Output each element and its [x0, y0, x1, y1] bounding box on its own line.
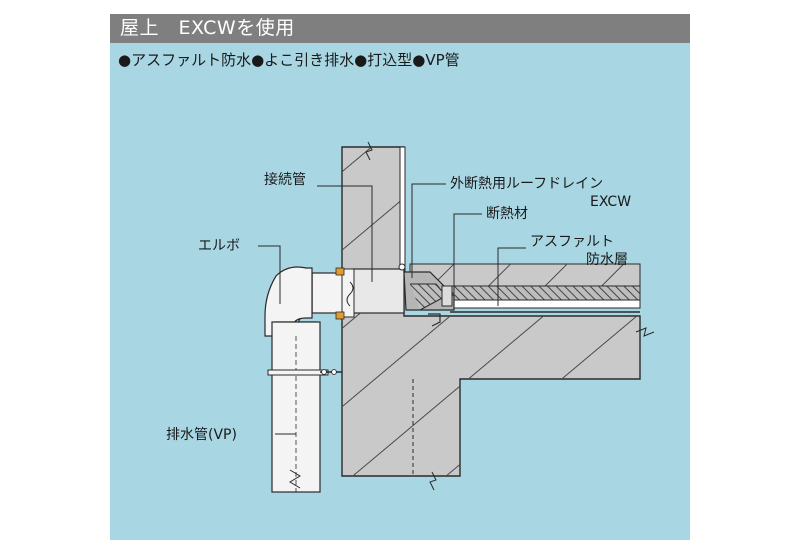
- title-bar: 屋上 EXCWを使用: [110, 14, 690, 43]
- leader-insulation: [453, 213, 482, 294]
- parapet-waterproofing: [399, 146, 406, 278]
- label-drain-pipe: 排水管(VP): [166, 427, 237, 443]
- label-elbow: エルボ: [198, 238, 240, 254]
- label-roof-drain-model: EXCW: [590, 194, 631, 210]
- connecting-pipe: [311, 267, 355, 320]
- leader-lines: [258, 183, 526, 435]
- label-waterproof-layer-2: 防水層: [586, 252, 628, 268]
- elbow-and-drain-pipe: [264, 266, 342, 493]
- roof-layers: [409, 263, 641, 313]
- leader-connecting-pipe: [317, 185, 373, 282]
- leader-elbow: [258, 245, 281, 304]
- label-waterproof-layer: アスファルト: [530, 234, 614, 250]
- leader-waterproof-layer: [497, 247, 526, 306]
- label-roof-drain: 外断熱用ルーフドレイン: [450, 176, 603, 192]
- diagram-panel: 屋上 EXCWを使用 ●アスファルト防水●よこ引き排水●打込型●VP管: [110, 14, 690, 540]
- diagram-title: 屋上 EXCWを使用: [120, 17, 295, 39]
- label-insulation: 断熱材: [486, 206, 528, 222]
- label-connecting-pipe: 接続管: [264, 171, 306, 188]
- leader-roof-drain: [411, 183, 446, 278]
- roof-drain-section-drawing: 接続管 エルボ 排水管(VP) 外断熱用ルーフドレイン EXCW 断熱材 アスフ…: [166, 141, 655, 493]
- roof-drain-excw: [351, 263, 455, 327]
- diagram-subtitle: ●アスファルト防水●よこ引き排水●打込型●VP管: [118, 51, 460, 69]
